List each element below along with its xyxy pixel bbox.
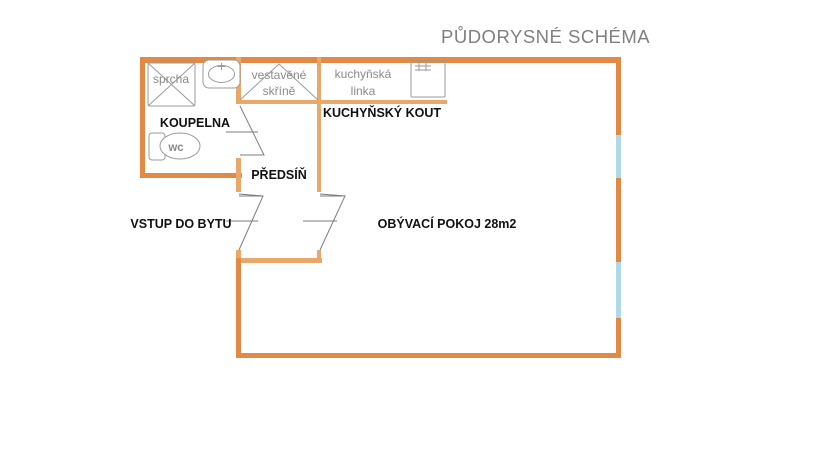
shower-label: sprcha xyxy=(153,72,189,86)
wardrobe-icon xyxy=(239,63,319,101)
kitchen-counter-icon xyxy=(410,60,446,98)
wall-bathroom-hallway-lower xyxy=(236,158,241,178)
window-lower xyxy=(616,262,621,318)
bathroom-door-icon xyxy=(226,105,265,156)
bathroom-fixtures: sprcha wc xyxy=(147,59,241,161)
kitchen-counter-label-line2: linka xyxy=(351,84,376,98)
shower-icon xyxy=(147,62,196,107)
wall-top xyxy=(140,57,621,63)
wardrobe-label-line2: skříně xyxy=(263,84,296,98)
wall-kitchen-bottom xyxy=(317,100,447,104)
room-label-kitchen: KUCHYŇSKÝ KOUT xyxy=(323,105,441,120)
wc-label: wc xyxy=(167,142,184,154)
page-title: PŮDORYSNÉ SCHÉMA xyxy=(441,26,651,47)
hallway-right-door-icon xyxy=(303,193,346,251)
wall-wardrobe-bottom xyxy=(236,100,322,104)
wall-hallway-left xyxy=(236,178,241,192)
wall-living-left xyxy=(236,258,241,358)
room-label-bathroom: KOUPELNA xyxy=(160,116,230,130)
doors xyxy=(226,105,346,251)
walls xyxy=(140,57,621,358)
wall-left-bathroom xyxy=(140,57,145,178)
wall-wardrobe-kitchen xyxy=(317,57,321,103)
wall-hallway-left-lower xyxy=(236,250,241,262)
wardrobe-label-line1: vestavěné xyxy=(252,68,307,82)
room-label-hallway: PŘEDSÍŇ xyxy=(251,167,307,182)
wall-bathroom-bottom xyxy=(140,173,242,178)
wall-right-seg-2 xyxy=(616,178,621,262)
wall-hallway-right xyxy=(317,104,321,192)
wall-bottom xyxy=(236,353,621,358)
wc-icon xyxy=(148,132,201,161)
wall-hallway-bottom xyxy=(236,258,322,263)
kitchen-counter-label-line1: kuchyňská xyxy=(335,67,392,81)
hallway-left-door-icon xyxy=(226,193,264,251)
wall-right-seg-1 xyxy=(616,57,621,135)
windows xyxy=(616,135,621,318)
washbasin-icon xyxy=(202,59,241,89)
annotation-entrance: VSTUP DO BYTU xyxy=(130,217,231,231)
wall-right-seg-3 xyxy=(616,318,621,358)
window-upper xyxy=(616,135,621,178)
wall-hallway-right-lower xyxy=(317,250,321,262)
room-label-living: OBÝVACÍ POKOJ 28m2 xyxy=(378,216,517,231)
